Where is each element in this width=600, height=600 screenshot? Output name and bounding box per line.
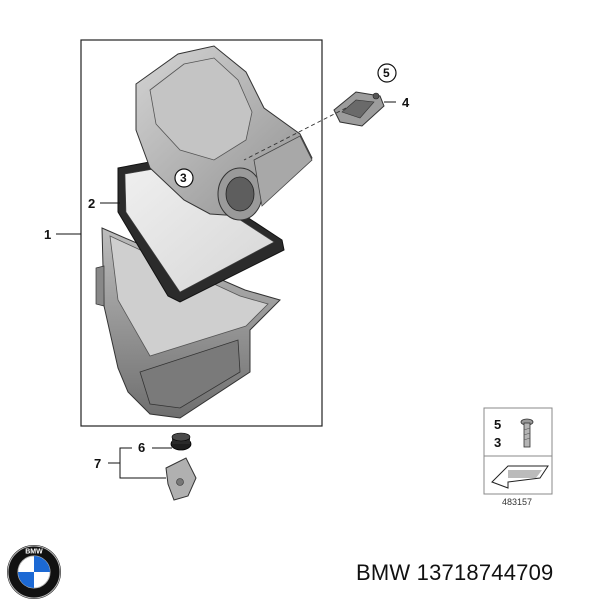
callout-5-circle	[377, 63, 397, 83]
assembly-frame	[80, 39, 323, 427]
bmw-logo: BMW	[7, 545, 61, 599]
callout-3: 3	[180, 171, 187, 185]
callout-6: 6	[138, 440, 145, 455]
sensor-part	[333, 91, 385, 127]
leader-lines	[56, 101, 396, 479]
callout-7: 7	[94, 456, 101, 471]
callout-4: 4	[402, 95, 410, 110]
callout-3-circle	[174, 168, 194, 188]
grommet-part	[170, 432, 192, 451]
part-number-caption: BMW 13718744709	[356, 560, 554, 585]
callout-5: 5	[383, 66, 390, 80]
legend-ref-number: 483157	[502, 497, 532, 507]
callout-2: 2	[88, 196, 95, 211]
legend-number-top: 5	[494, 417, 501, 432]
svg-text:BMW: BMW	[25, 549, 43, 556]
bracket-part	[165, 457, 197, 501]
assembly-guide-line	[243, 107, 347, 161]
fastener-legend: 5 3 483157	[483, 407, 553, 507]
arrow-icon	[491, 465, 549, 489]
legend-number-bottom: 3	[494, 435, 501, 450]
callout-1: 1	[44, 227, 51, 242]
screw-icon	[520, 418, 534, 448]
air-filter-element	[117, 159, 285, 303]
